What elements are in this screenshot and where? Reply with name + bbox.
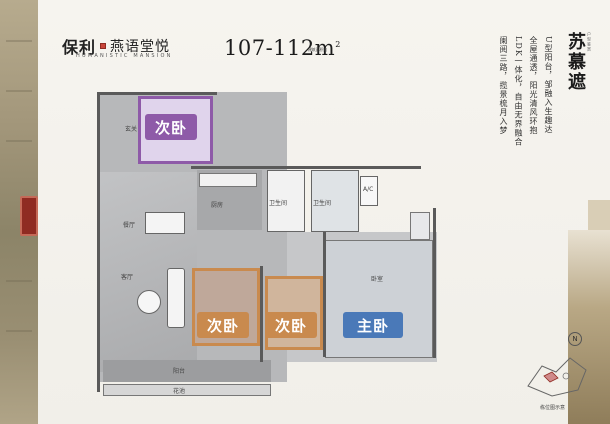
label-kitchen: 厨房: [211, 202, 224, 209]
label-ac: A/C: [363, 186, 374, 193]
label-dining: 餐厅: [123, 222, 136, 229]
floor-plan: 玄关 厨房 餐厅 客厅 卫生间 卫生间 A/C 阳台 花池 卧室 次卧 次卧 次…: [85, 92, 450, 408]
label-bath-1: 卫生间: [269, 200, 288, 207]
area-unit-sup: 2: [335, 40, 341, 49]
bathroom-2: [311, 170, 359, 232]
kitchen-counter: [199, 173, 257, 187]
wall-bed-divider: [260, 266, 263, 362]
feature-line-1: U型阳台，邹融入生趣达: [544, 36, 553, 134]
sofa: [167, 268, 185, 328]
master-bedroom: [325, 240, 433, 358]
layout-title: 苏慕遮: [565, 32, 586, 92]
label-garden: 花池: [173, 388, 186, 395]
balcony-area: [103, 360, 271, 382]
key-map-drawing: [527, 357, 587, 397]
ac-box: [360, 176, 378, 206]
area-range: 107-112: [224, 36, 315, 60]
wall-master-west: [323, 232, 326, 357]
left-painting-strip: [0, 0, 38, 424]
area-unit: m: [314, 36, 336, 60]
label-master-inner: 卧室: [371, 276, 384, 283]
feature-line-4: 阑阅三路，揽景梳月入梦: [499, 36, 508, 135]
feature-line-2: 全屋通透，阳光清风环抱: [529, 36, 538, 135]
key-map-label: 栋位图示意: [540, 405, 566, 411]
tag-bedroom-mid-2: 次卧: [265, 312, 317, 338]
tag-bedroom-top: 次卧: [145, 114, 197, 140]
master-window: [410, 212, 430, 240]
brand-logo: 保利 燕语堂悦: [62, 34, 170, 58]
garden-strip: [103, 384, 271, 396]
compass-label: N: [572, 335, 578, 343]
area-heading: 107-112m2 建筑面积约: [224, 36, 341, 60]
tag-bedroom-mid-1: 次卧: [197, 312, 249, 338]
right-painting-strip: [568, 230, 610, 424]
wall-north: [97, 92, 217, 95]
site-key-map: [522, 346, 594, 400]
bathroom-1: [267, 170, 305, 232]
label-balcony: 阳台: [173, 368, 186, 375]
area-note: 建筑面积约: [308, 47, 327, 52]
label-foyer: 玄关: [125, 126, 138, 133]
label-bath-2: 卫生间: [313, 200, 332, 207]
dining-table: [145, 212, 185, 234]
wall-west: [97, 92, 100, 392]
tag-master-bedroom: 主卧: [343, 312, 403, 338]
project-name: 燕语堂悦: [110, 39, 171, 55]
layout-title-sub: 户型鉴赏: [587, 32, 592, 52]
wall-mid: [191, 166, 421, 169]
label-living: 客厅: [121, 274, 134, 281]
wall-east: [433, 208, 436, 358]
logo-mark-icon: [100, 43, 107, 49]
compass-icon: N: [568, 332, 582, 346]
feature-line-3: LDK一体化，自由无界融合: [514, 36, 523, 147]
red-seal-icon: [20, 196, 38, 236]
coffee-table: [137, 290, 161, 314]
brand-name: 保利: [62, 38, 97, 57]
brand-english: HUMANISTIC MANSION: [76, 53, 173, 59]
